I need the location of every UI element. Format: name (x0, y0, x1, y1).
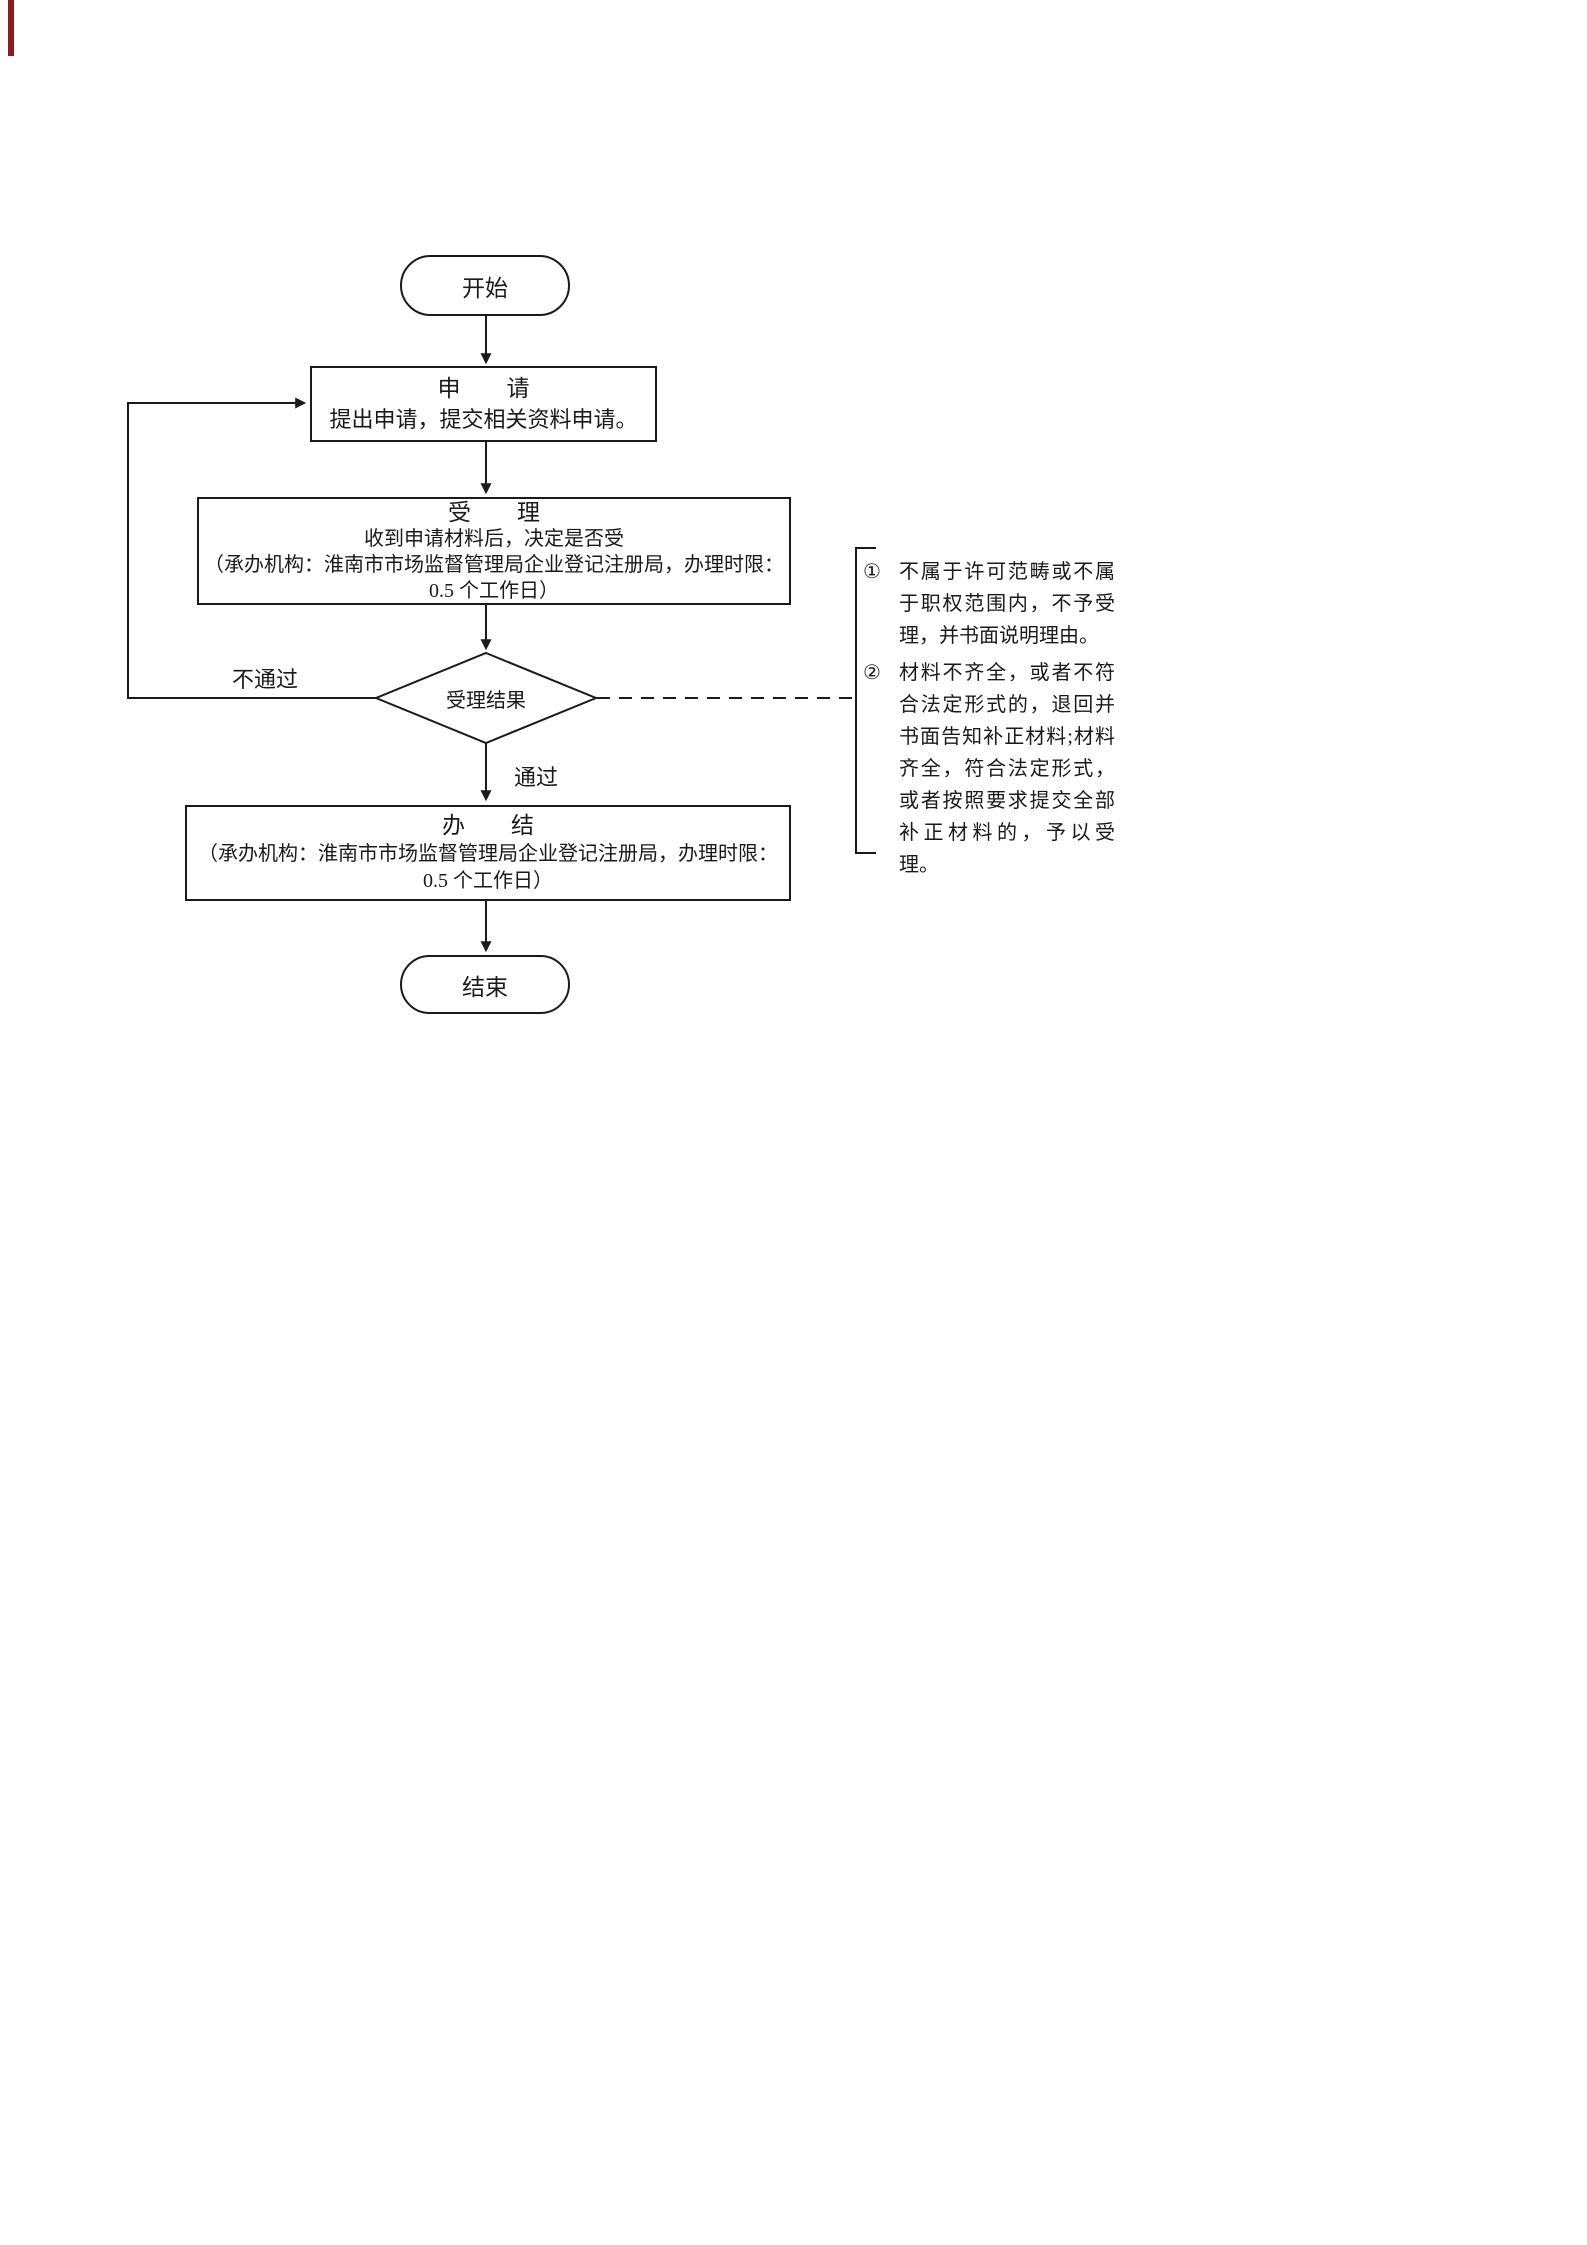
edge-label-pass: 通过 (514, 765, 559, 790)
edge-label-fail: 不通过 (232, 667, 299, 692)
accept-line3: 0.5 个工作日） (429, 579, 559, 602)
note-1-text: 不属于许可范畴或不属于职权范围内，不予受理，并书面说明理由。 (899, 561, 1115, 647)
side-notes: ① 不属于许可范畴或不属于职权范围内，不予受理，并书面说明理由。 ② 材料不齐全… (863, 556, 1115, 886)
start-label: 开始 (462, 275, 508, 301)
apply-body: 提出申请，提交相关资料申请。 (329, 407, 638, 432)
note-2-text: 材料不齐全，或者不符合法定形式的，退回并书面告知补正材料;材料齐全，符合法定形式… (899, 662, 1115, 876)
complete-line2: 0.5 个工作日） (423, 870, 553, 892)
complete-title: 办 结 (442, 813, 534, 838)
arrow-fail-loop (127, 397, 377, 699)
accept-line2: （承办机构：淮南市市场监督管理局企业登记注册局，办理时限： (204, 553, 784, 576)
decision-node-label: 受理结果 (446, 689, 526, 712)
accept-title: 受 理 (448, 499, 540, 525)
apply-title: 申 请 (437, 376, 530, 401)
note-1-number: ① (863, 561, 881, 583)
note-item-1: ① 不属于许可范畴或不属于职权范围内，不予受理，并书面说明理由。 (863, 556, 1115, 652)
start-node: 开始 (400, 255, 570, 316)
note-2-number: ② (863, 662, 881, 684)
accept-line1: 收到申请材料后，决定是否受 (364, 527, 624, 550)
accept-node: 受 理 收到申请材料后，决定是否受 （承办机构：淮南市市场监督管理局企业登记注册… (197, 497, 791, 605)
note-item-2: ② 材料不齐全，或者不符合法定形式的，退回并书面告知补正材料;材料齐全，符合法定… (863, 657, 1115, 881)
complete-node: 办 结 （承办机构：淮南市市场监督管理局企业登记注册局，办理时限： 0.5 个工… (185, 805, 791, 901)
end-label: 结束 (462, 974, 508, 1000)
notes-bracket (855, 547, 876, 854)
end-node: 结束 (400, 955, 570, 1014)
apply-node: 申 请 提出申请，提交相关资料申请。 (310, 366, 657, 442)
complete-line1: （承办机构：淮南市市场监督管理局企业登记注册局，办理时限： (198, 843, 778, 865)
left-edge-mark (8, 0, 14, 56)
decision-diamond (373, 651, 599, 745)
